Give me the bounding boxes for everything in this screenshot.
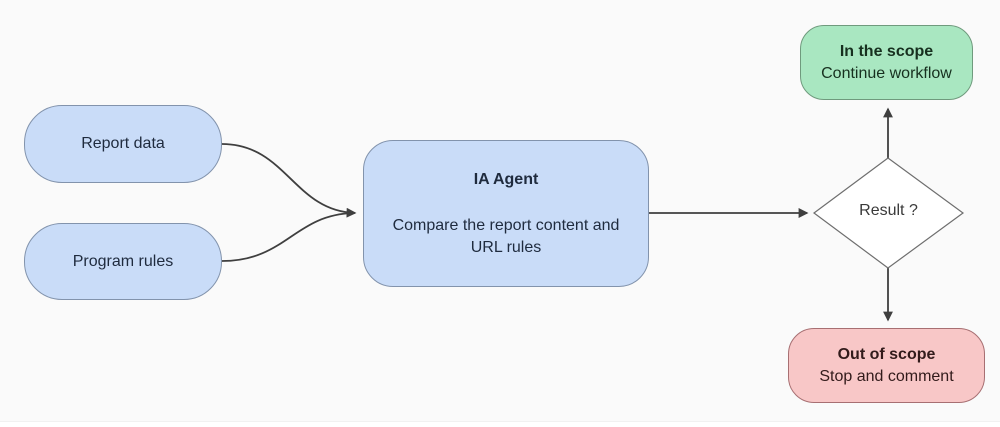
- decision-diamond-shape: [812, 157, 965, 269]
- node-ia-agent-body-line1: Compare the report content and: [392, 216, 620, 234]
- canvas-bottom-edge: [0, 421, 1000, 427]
- node-program-rules-label: Program rules: [72, 252, 174, 270]
- node-in-the-scope-title: In the scope: [839, 42, 934, 60]
- node-ia-agent-body-line2: URL rules: [470, 238, 542, 256]
- node-out-of-scope-subtitle: Stop and comment: [819, 367, 954, 385]
- node-program-rules: Program rules: [24, 223, 222, 300]
- node-out-of-scope: Out of scope Stop and comment: [788, 328, 985, 403]
- node-in-the-scope: In the scope Continue workflow: [800, 25, 973, 100]
- edge-report-data-to-ia-agent: [221, 143, 357, 218]
- node-report-data: Report data: [24, 105, 222, 183]
- node-result-label: Result ?: [859, 202, 918, 219]
- node-in-the-scope-subtitle: Continue workflow: [821, 64, 952, 82]
- node-report-data-label: Report data: [81, 135, 165, 152]
- node-out-of-scope-title: Out of scope: [837, 345, 936, 363]
- node-ia-agent: IA Agent Compare the report content and …: [363, 140, 649, 287]
- edge-program-rules-to-ia-agent: [221, 212, 354, 262]
- node-ia-agent-title: IA Agent: [473, 170, 539, 188]
